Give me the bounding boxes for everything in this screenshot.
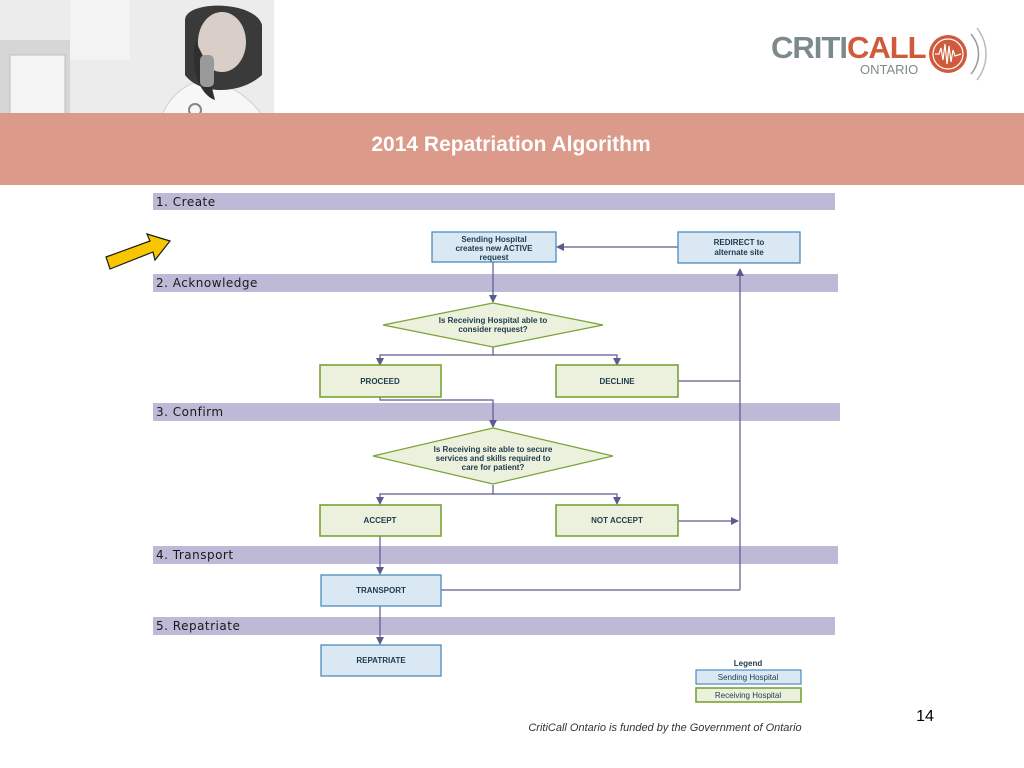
legend-sending-swatch — [695, 669, 802, 685]
svg-text:5. Repatriate: 5. Repatriate — [156, 619, 240, 633]
logo-wordmark: CRITICALL — [771, 30, 927, 65]
title-band — [0, 113, 1024, 185]
svg-text:PROCEED: PROCEED — [360, 377, 400, 386]
svg-text:REPATRIATE: REPATRIATE — [356, 656, 406, 665]
stage-bar-transport: 4. Transport — [153, 546, 838, 564]
logo-wave-icon — [929, 27, 987, 81]
sending-hospital-create-box: Sending Hospital creates new ACTIVE requ… — [431, 231, 557, 263]
svg-text:3. Confirm: 3. Confirm — [156, 405, 224, 419]
not-accept-box: NOT ACCEPT — [555, 504, 679, 537]
connectors — [376, 243, 744, 645]
legend: Legend Sending Hospital Receiving Hospit… — [695, 659, 802, 703]
criticall-logo: CRITICALL ONTARIO — [768, 20, 998, 90]
decision-secure-services: Is Receiving site able to secure service… — [372, 427, 614, 485]
legend-title: Legend — [734, 659, 763, 668]
logo-subtitle: ONTARIO — [860, 62, 919, 77]
svg-text:request: request — [480, 253, 509, 262]
svg-text:creates new ACTIVE: creates new ACTIVE — [455, 244, 533, 253]
svg-text:NOT ACCEPT: NOT ACCEPT — [591, 516, 643, 525]
page-number: 14 — [916, 708, 934, 725]
svg-text:1. Create: 1. Create — [156, 195, 216, 209]
accept-box: ACCEPT — [319, 504, 442, 537]
legend-receiving-label: Receiving Hospital — [715, 691, 781, 700]
stage-bar-confirm: 3. Confirm — [153, 403, 840, 421]
svg-text:Is Receiving site able to secu: Is Receiving site able to secure — [434, 445, 553, 454]
svg-text:Is Receiving Hospital able to: Is Receiving Hospital able to — [439, 316, 548, 325]
svg-text:Sending Hospital: Sending Hospital — [461, 235, 526, 244]
proceed-box: PROCEED — [319, 364, 442, 398]
slide-title: 2014 Repatriation Algorithm — [371, 133, 651, 156]
repatriate-box: REPATRIATE — [320, 644, 442, 677]
transport-box: TRANSPORT — [320, 574, 442, 607]
footer-text: CritiCall Ontario is funded by the Gover… — [528, 722, 802, 734]
svg-text:consider request?: consider request? — [458, 325, 527, 334]
svg-text:4. Transport: 4. Transport — [156, 548, 234, 562]
svg-text:services and skills required t: services and skills required to — [436, 454, 551, 463]
decision-consider-request: Is Receiving Hospital able to consider r… — [382, 302, 604, 348]
svg-text:alternate site: alternate site — [714, 248, 764, 257]
svg-text:2. Acknowledge: 2. Acknowledge — [156, 276, 258, 290]
svg-text:care for patient?: care for patient? — [462, 463, 525, 472]
redirect-box: REDIRECT to alternate site — [677, 231, 801, 264]
pointer-arrow-icon — [105, 233, 172, 270]
legend-receiving-swatch — [695, 687, 802, 703]
svg-text:REDIRECT to: REDIRECT to — [714, 238, 765, 247]
legend-sending-label: Sending Hospital — [718, 673, 779, 682]
stage-bar-create: 1. Create — [153, 193, 835, 210]
svg-text:ACCEPT: ACCEPT — [364, 516, 397, 525]
svg-text:DECLINE: DECLINE — [599, 377, 635, 386]
stage-bar-acknowledge: 2. Acknowledge — [153, 274, 838, 292]
decline-box: DECLINE — [555, 364, 679, 398]
stage-bar-repatriate: 5. Repatriate — [153, 617, 835, 635]
svg-text:TRANSPORT: TRANSPORT — [356, 586, 406, 595]
